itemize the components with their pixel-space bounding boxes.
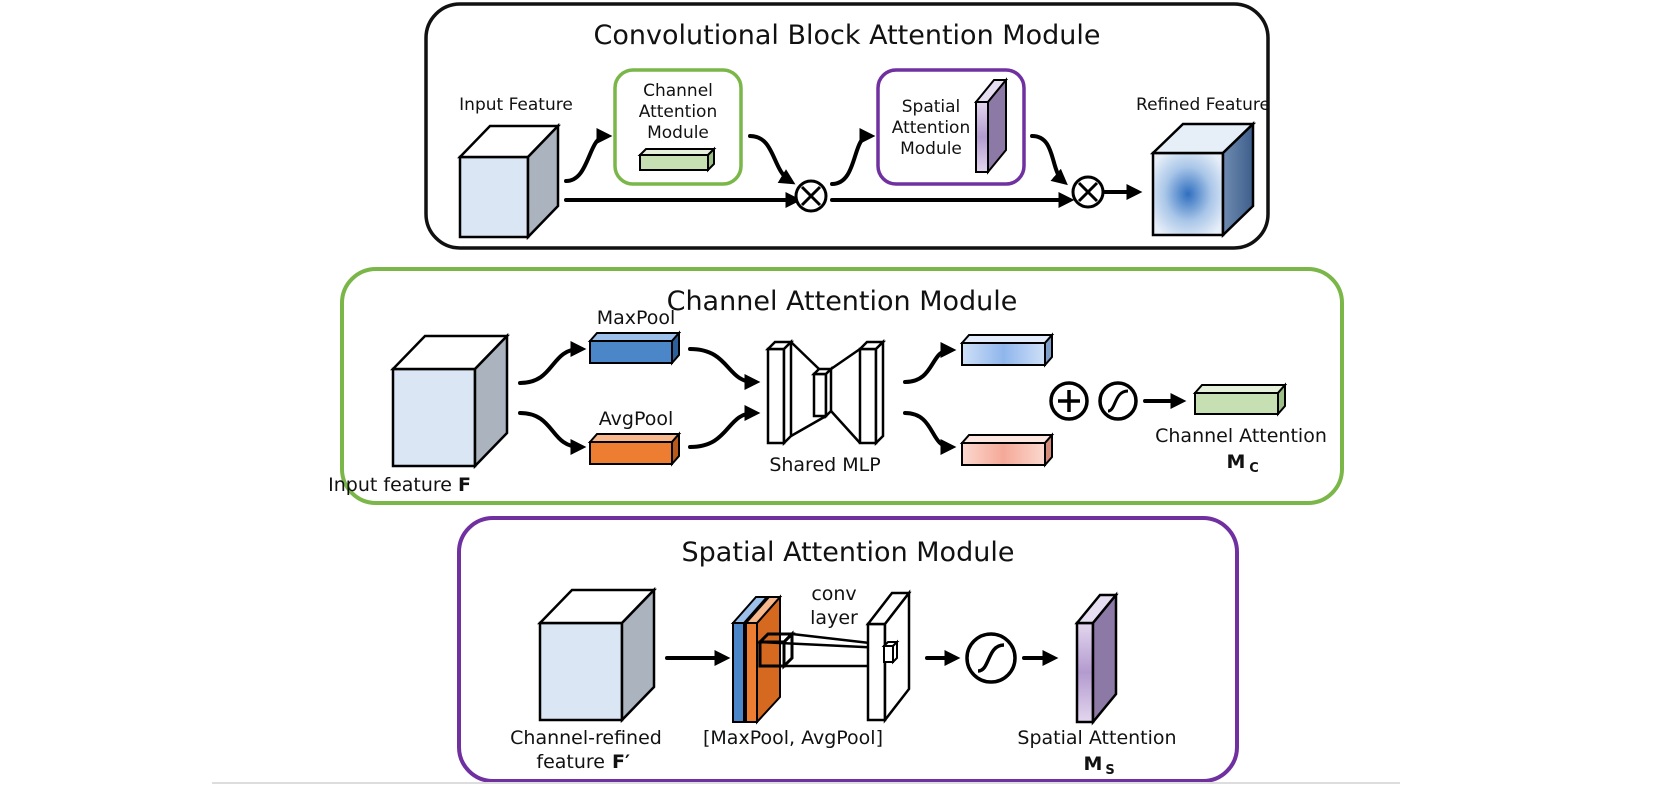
spatial-panel: Spatial Attention Module Channel-refined… [457,516,1239,783]
cbam-refined-cube [1149,121,1257,238]
cbam-panel: Convolutional Block Attention Module Inp… [424,2,1270,250]
spatial-input-symbol: F′ [612,751,630,773]
spatial-input-cube [537,586,657,724]
cbam-arrow-to-spatial [830,128,876,186]
cbam-input-label: Input Feature [459,95,573,115]
cbam-arrow-to-channel [564,128,613,183]
pooled-feature-maps [730,594,796,725]
channel-input-symbol: F [458,474,471,496]
spatial-title: Spatial Attention Module [682,537,1015,568]
circled-times-icon [1071,175,1105,209]
spatial-attention-symbol: M [1084,753,1103,775]
channel-input-cube [390,332,510,470]
spatial-input-label-2: feature [536,751,605,773]
arrow-to-maxpool [518,341,587,385]
channel-attention-symbol: M [1227,451,1246,473]
cbam-refined-label: Refined Feature [1136,95,1270,115]
channel-panel: Channel Attention Module Input feature F… [328,267,1344,505]
cbam-channel-bar [637,146,717,173]
arrow-mlp-to-top [903,342,957,384]
mlp-output-bar-max [959,332,1055,368]
cbam-arrow-spatial-to-mult [1030,134,1068,186]
sigmoid-icon [965,632,1017,684]
conv-label-1: conv [811,583,856,605]
sigmoid-icon [1098,381,1138,421]
spatial-border [457,516,1239,783]
avgpool-label: AvgPool [599,408,674,430]
cbam-title: Convolutional Block Attention Module [594,20,1101,51]
cbam-channel-module-label-3: Module [647,123,709,143]
cbam-spatial-module-label-1: Spatial [902,97,961,117]
channel-attention-subscript: C [1249,461,1259,476]
channel-attention-bar [1192,382,1288,417]
cbam-input-cube [457,122,561,241]
arrow-to-avgpool [518,411,587,455]
channel-title: Channel Attention Module [667,286,1018,317]
circled-times-icon [794,179,828,213]
channel-attention-label: Channel Attention [1155,425,1327,447]
conv-label-2: layer [810,607,858,629]
spatial-input-label-1: Channel-refined [510,727,662,749]
cbam-spatial-module-label-2: Attention [892,118,970,138]
channel-input-label: Input feature [328,474,452,496]
mlp-label: Shared MLP [769,454,880,476]
pooled-label: [MaxPool, AvgPool] [703,727,883,749]
cbam-spatial-module-label-3: Module [900,139,962,159]
arrow-mlp-to-bottom [903,411,957,455]
spatial-attention-map [1074,591,1119,726]
spatial-attention-label: Spatial Attention [1017,727,1176,749]
cbam-border [424,2,1270,250]
avgpool-bar [587,431,682,467]
arrow-avgpool-to-mlp [688,405,761,449]
conv-output-map [865,589,912,724]
maxpool-label: MaxPool [597,307,676,329]
spatial-attention-subscript: S [1105,763,1114,778]
cbam-spatial-bar [973,77,1009,175]
cbam-arrow-channel-to-mult [748,134,796,185]
circled-plus-icon [1049,381,1089,421]
cbam-channel-module-label-1: Channel [643,81,713,101]
mlp-output-bar-avg [959,432,1055,468]
arrow-maxpool-to-mlp [688,347,761,390]
cbam-channel-module-label-2: Attention [639,102,717,122]
maxpool-bar [587,330,682,366]
shared-mlp [764,338,887,447]
